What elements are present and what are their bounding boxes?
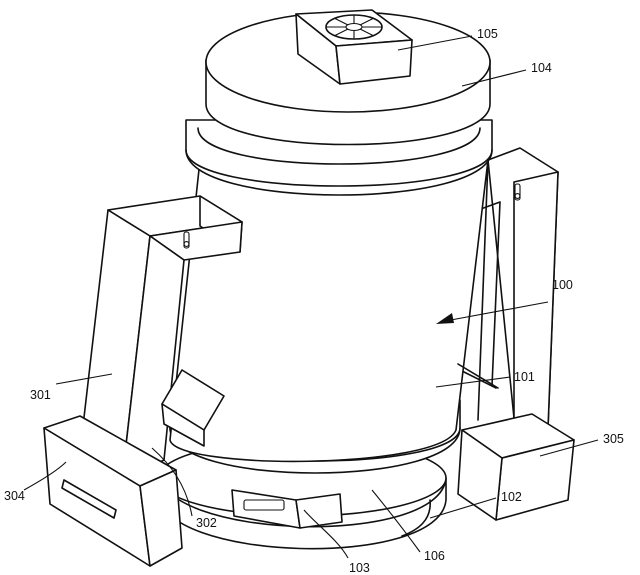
right-upright-front xyxy=(513,171,559,429)
label-104: 104 xyxy=(531,61,552,75)
body-wall xyxy=(169,159,489,463)
leader-106 xyxy=(371,489,421,553)
leader-104 xyxy=(461,69,527,87)
fan-box xyxy=(295,9,413,85)
right-upright-slot xyxy=(477,201,501,387)
fan-box-front xyxy=(335,39,413,85)
right-bracket xyxy=(457,147,575,521)
base-disc-curve xyxy=(401,499,431,537)
label-101: 101 xyxy=(514,370,535,384)
right-pin xyxy=(514,183,521,201)
leader-304 xyxy=(23,461,67,491)
fan-spokes xyxy=(326,15,382,39)
label-301: 301 xyxy=(30,388,51,402)
right-base-side xyxy=(457,429,503,521)
leader-lines xyxy=(23,35,599,559)
bottom-clip xyxy=(231,489,343,529)
left-pin-hole xyxy=(183,241,190,247)
main-body xyxy=(169,11,549,474)
inner-line xyxy=(457,363,499,389)
arrow-head xyxy=(436,313,454,324)
leader-302 xyxy=(151,447,193,517)
right-pin-hole xyxy=(514,193,521,199)
leader-102 xyxy=(429,497,497,519)
leader-105 xyxy=(397,35,473,51)
left-bracket xyxy=(43,195,243,567)
clip-side xyxy=(295,493,343,529)
label-103: 103 xyxy=(349,561,370,575)
leader-301 xyxy=(55,373,113,385)
label-106: 106 xyxy=(424,549,445,563)
left-wedge-front xyxy=(161,403,205,447)
leader-103 xyxy=(303,509,349,559)
upper-collar-edge xyxy=(185,149,493,187)
base-disc-rim xyxy=(157,469,447,550)
clip-handle xyxy=(243,499,285,511)
upper-collar-inner xyxy=(197,127,481,165)
right-upright-stop xyxy=(459,369,497,389)
leader-101 xyxy=(435,376,511,388)
label-100: 100 xyxy=(552,278,573,292)
reference-labels: 105 104 100 101 305 102 106 103 301 302 … xyxy=(4,27,624,575)
left-base-handle xyxy=(61,479,117,519)
label-304: 304 xyxy=(4,489,25,503)
label-302: 302 xyxy=(196,516,217,530)
label-305: 305 xyxy=(603,432,624,446)
arrow-shaft xyxy=(439,301,549,323)
label-102: 102 xyxy=(501,490,522,504)
label-105: 105 xyxy=(477,27,498,41)
left-base-side xyxy=(139,469,183,567)
leader-305 xyxy=(539,439,599,457)
left-pin xyxy=(183,231,190,249)
